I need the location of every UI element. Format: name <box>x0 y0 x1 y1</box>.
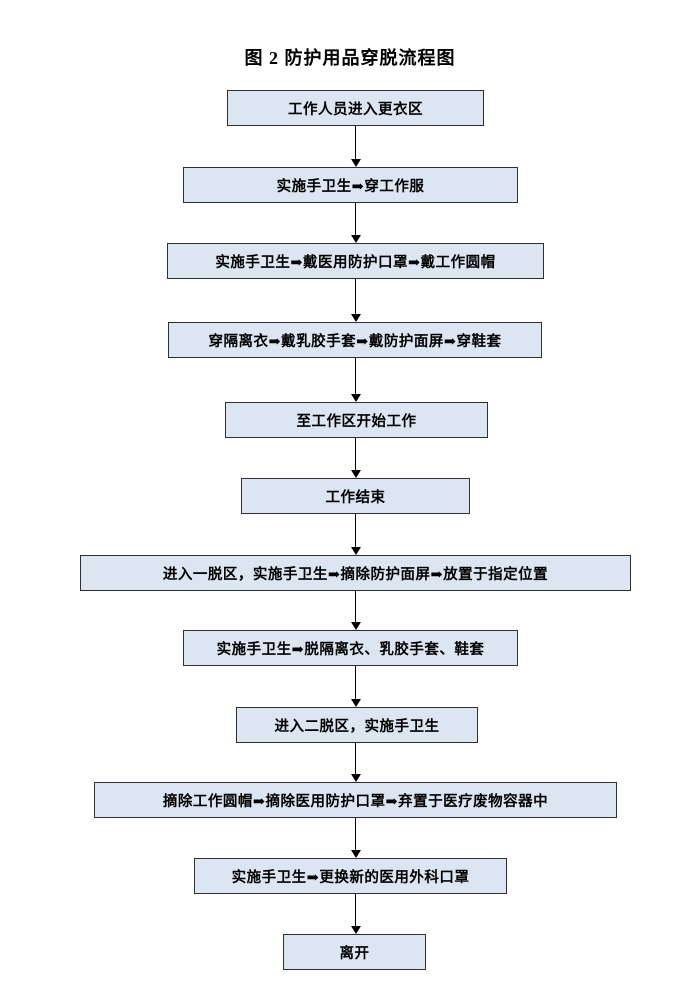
arrow-shaft-icon <box>355 438 356 470</box>
arrow-shaft-icon <box>355 743 356 774</box>
arrow-head-icon <box>350 926 361 934</box>
arrow-head-icon <box>350 699 361 707</box>
flow-node-n9: 进入二脱区，实施手卫生 <box>236 707 478 743</box>
arrow-head-icon <box>350 394 361 402</box>
arrow-shaft-icon <box>355 279 356 314</box>
flow-node-label: 工作人员进入更衣区 <box>288 101 423 118</box>
arrow-shaft-icon <box>355 514 356 547</box>
arrow-shaft-icon <box>355 203 356 235</box>
flow-node-label: 离开 <box>339 945 370 962</box>
flow-node-label: 至工作区开始工作 <box>296 413 417 430</box>
flow-node-label: 进入二脱区，实施手卫生 <box>274 718 440 735</box>
flow-node-n3: 实施手卫生➡戴医用防护口罩➡戴工作圆帽 <box>167 243 544 279</box>
flow-node-n4: 穿隔离衣➡戴乳胶手套➡戴防护面屏➡穿鞋套 <box>168 322 542 358</box>
arrow-head-icon <box>350 850 361 858</box>
arrow-shaft-icon <box>355 358 356 394</box>
flow-node-n8: 实施手卫生➡脱隔离衣、乳胶手套、鞋套 <box>183 630 518 666</box>
flow-node-label: 实施手卫生➡脱隔离衣、乳胶手套、鞋套 <box>216 641 485 658</box>
flow-node-label: 工作结束 <box>325 489 386 506</box>
flow-node-n10: 摘除工作圆帽➡摘除医用防护口罩➡弃置于医疗废物容器中 <box>94 782 617 818</box>
arrow-head-icon <box>350 235 361 243</box>
flow-node-n5: 至工作区开始工作 <box>225 402 488 438</box>
flow-node-label: 穿隔离衣➡戴乳胶手套➡戴防护面屏➡穿鞋套 <box>208 333 502 350</box>
arrow-head-icon <box>350 470 361 478</box>
flow-node-label: 进入一脱区，实施手卫生➡摘除防护面屏➡放置于指定位置 <box>162 566 549 583</box>
arrow-head-icon <box>350 622 361 630</box>
flow-node-n6: 工作结束 <box>241 478 470 514</box>
arrow-shaft-icon <box>355 894 356 926</box>
flow-node-label: 实施手卫生➡戴医用防护口罩➡戴工作圆帽 <box>215 254 496 271</box>
flow-node-label: 摘除工作圆帽➡摘除医用防护口罩➡弃置于医疗废物容器中 <box>162 793 549 810</box>
flow-node-label: 实施手卫生➡穿工作服 <box>276 178 425 195</box>
flow-node-label: 实施手卫生➡更换新的医用外科口罩 <box>231 869 470 886</box>
arrow-head-icon <box>350 159 361 167</box>
arrow-shaft-icon <box>355 666 356 699</box>
flow-node-n2: 实施手卫生➡穿工作服 <box>183 167 518 203</box>
arrow-shaft-icon <box>355 818 356 850</box>
flow-node-n11: 实施手卫生➡更换新的医用外科口罩 <box>194 858 507 894</box>
arrow-head-icon <box>350 314 361 322</box>
flow-node-n1: 工作人员进入更衣区 <box>227 90 484 126</box>
arrow-shaft-icon <box>355 591 356 622</box>
figure-title: 图 2 防护用品穿脱流程图 <box>244 48 456 68</box>
flow-node-n12: 离开 <box>283 934 426 970</box>
arrow-head-icon <box>350 774 361 782</box>
arrow-head-icon <box>350 547 361 555</box>
flow-node-n7: 进入一脱区，实施手卫生➡摘除防护面屏➡放置于指定位置 <box>80 555 631 591</box>
arrow-shaft-icon <box>355 126 356 159</box>
